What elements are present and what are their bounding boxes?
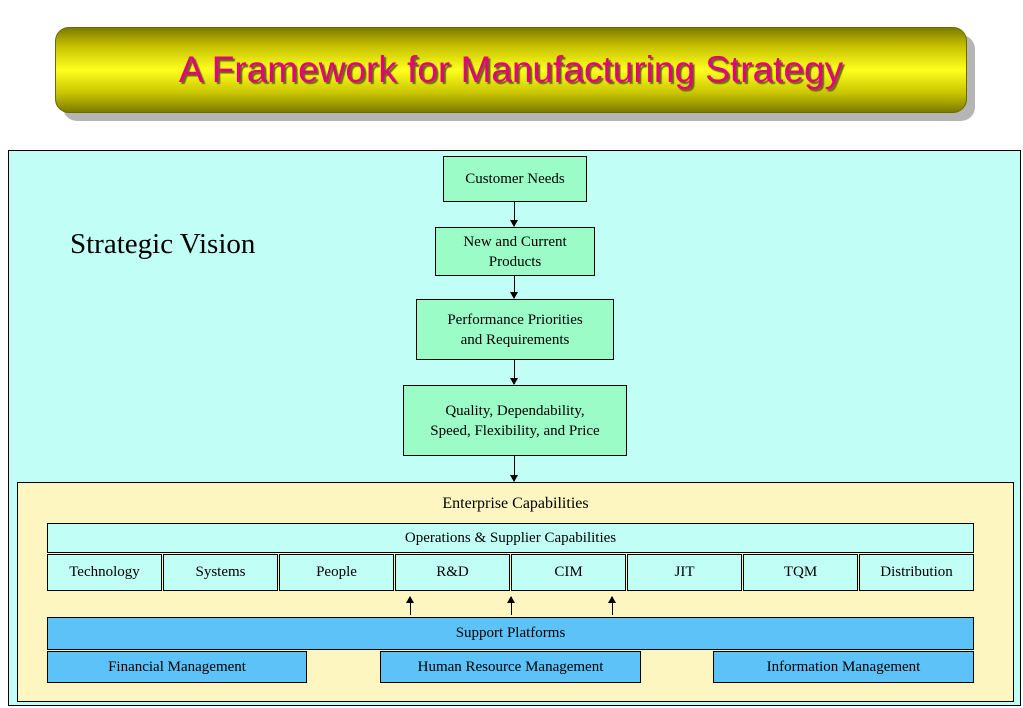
capabilities-row: Technology Systems People R&D CIM JIT TQ… [47, 554, 974, 591]
arrow-needs-to-products [510, 202, 518, 227]
capability-jit: JIT [627, 554, 742, 591]
priorities-box: Performance Priorities and Requirements [416, 299, 614, 360]
arrow-support-to-jit [608, 596, 616, 615]
capability-systems: Systems [163, 554, 278, 591]
support-platforms-text: Support Platforms [455, 625, 566, 641]
arrow-support-to-rnd [406, 596, 414, 615]
arrow-products-to-priorities [510, 276, 518, 299]
products-text-line2: Products [488, 253, 542, 270]
priorities-text-line2: and Requirements [460, 331, 570, 348]
arrow-quality-to-enterprise [510, 456, 518, 482]
capability-cim: CIM [511, 554, 626, 591]
strategic-vision-label: Strategic Vision [70, 228, 256, 260]
page-title: A Framework for Manufacturing Strategy [178, 49, 844, 90]
quality-text-line1: Quality, Dependability, [445, 402, 585, 419]
arrow-priorities-to-quality [510, 360, 518, 385]
information-management-box: Information Management [713, 651, 974, 683]
customer-needs-text: Customer Needs [465, 171, 565, 187]
capability-people: People [279, 554, 394, 591]
human-resource-management-box: Human Resource Management [380, 651, 641, 683]
priorities-text-line1: Performance Priorities [447, 311, 583, 328]
capability-distribution: Distribution [859, 554, 974, 591]
quality-box: Quality, Dependability, Speed, Flexibilit… [403, 385, 627, 456]
capability-technology: Technology [47, 554, 162, 591]
financial-management-box: Financial Management [47, 651, 307, 683]
operations-supplier-text: Operations & Supplier Capabilities [404, 529, 617, 546]
arrow-support-to-cim [507, 596, 515, 615]
support-platforms-bar: Support Platforms [47, 617, 974, 650]
operations-supplier-bar: Operations & Supplier Capabilities [47, 523, 974, 553]
quality-text-line2: Speed, Flexibility, and Price [430, 422, 600, 439]
information-management-text: Information Management [766, 658, 921, 675]
capability-rnd: R&D [395, 554, 510, 591]
customer-needs-box: Customer Needs [443, 156, 587, 202]
enterprise-capabilities-title: Enterprise Capabilities [442, 495, 589, 512]
products-text-line1: New and Current [463, 233, 567, 250]
human-resource-management-text: Human Resource Management [417, 658, 604, 675]
financial-management-text: Financial Management [108, 658, 246, 675]
title-banner: A Framework for Manufacturing Strategy [55, 27, 967, 113]
capability-tqm: TQM [743, 554, 858, 591]
